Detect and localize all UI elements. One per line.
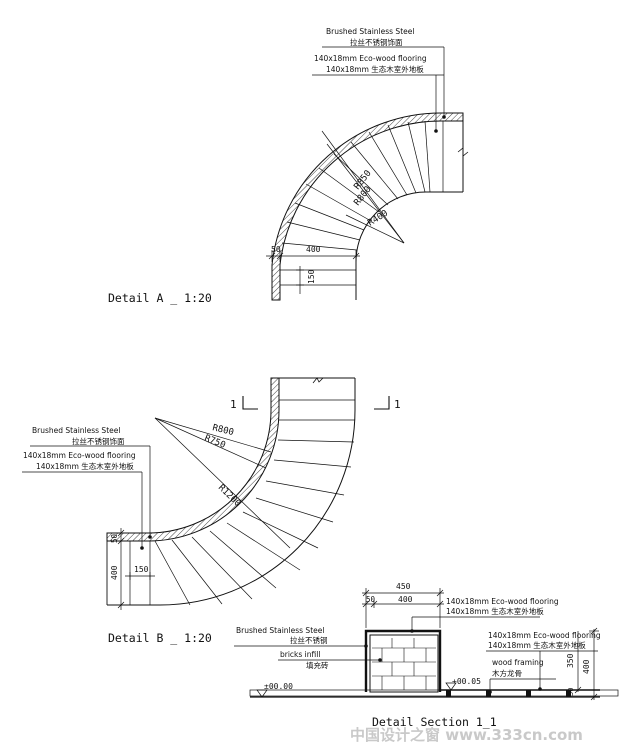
watermark: 中国设计之窗 www.333cn.com [350,726,583,744]
detail-a-r400: R400 [366,209,390,229]
detail-a: R850 R800 R400 50 400 150 Brushed Stainl… [108,27,469,305]
detail-a-dim-400: 400 [306,245,321,254]
wood-framing [446,690,571,697]
detail-a-boards [280,120,444,286]
section-cut-marks [242,396,390,410]
section-floor2-en: 140x18mm Eco-wood flooring [488,631,601,640]
detail-a-annotations: Brushed Stainless Steel 拉丝不锈钢饰面 140x18mm… [312,27,446,133]
detail-b-steel-en: Brushed Stainless Steel [32,426,120,435]
detail-a-floor-en: 140x18mm Eco-wood flooring [314,54,427,63]
section-steel-cn: 拉丝不锈钢 [290,635,328,645]
section-dim-400v: 400 [582,659,591,674]
level-zero: ±00.00 [264,682,293,691]
detail-a-dim-150: 150 [307,269,316,284]
section-dim-50v: 50 [567,688,575,696]
section-dim-400: 400 [398,595,413,604]
detail-b: R800 R750 R1200 1 1 50 400 150 Brushed [22,377,401,645]
section-floor-cn: 140x18mm 生态木室外地板 [446,606,544,616]
bricks-infill [369,634,439,693]
detail-b-steel-cn: 拉丝不锈钢饰面 [72,436,125,446]
section-framing-cn: 木方龙骨 [492,668,522,678]
detail-b-annotations: Brushed Stainless Steel 拉丝不锈钢饰面 140x18mm… [22,426,152,550]
detail-b-steel-band [106,377,280,542]
section-infill-en: bricks infill [280,650,320,659]
detail-b-dim-150: 150 [134,565,149,574]
detail-b-dim-400: 400 [110,565,119,580]
detail-b-dim-50: 50 [110,533,119,543]
section-infill-cn: 填充砖 [306,660,329,670]
detail-b-r750: R750 [203,434,227,451]
section-1-1: 450 50 400 350 400 50 ±00.00 +00.05 140x… [234,582,619,729]
detail-a-title: Detail A _ 1:20 [108,291,212,305]
detail-b-floor-en: 140x18mm Eco-wood flooring [23,451,136,460]
brick-courses [372,638,436,690]
section-annotations: 140x18mm Eco-wood flooring 140x18mm 生态木室… [234,597,601,694]
section-floor2-cn: 140x18mm 生态木室外地板 [488,640,586,650]
section-floor-en: 140x18mm Eco-wood flooring [446,597,559,606]
detail-a-steel-en: Brushed Stainless Steel [326,27,414,36]
detail-b-boards [129,399,355,606]
section-mark-left: 1 [230,398,237,411]
section-title: Detail Section 1_1 [372,715,497,729]
detail-b-floor-cn: 140x18mm 生态木室外地板 [36,461,134,471]
detail-a-steel-band [271,112,464,301]
section-framing-en: wood framing [492,658,544,667]
section-dim-350: 350 [566,653,575,668]
section-dim-450: 450 [396,582,411,591]
detail-b-title: Detail B _ 1:20 [108,631,212,645]
level-plus-005: +00.05 [452,677,481,686]
detail-a-floor-cn: 140x18mm 生态木室外地板 [326,64,424,74]
section-mark-right: 1 [394,398,401,411]
section-steel-en: Brushed Stainless Steel [236,626,324,635]
detail-a-steel-cn: 拉丝不锈钢饰面 [350,37,403,47]
detail-a-dim-50: 50 [271,245,281,254]
section-dim-50: 50 [366,595,376,604]
